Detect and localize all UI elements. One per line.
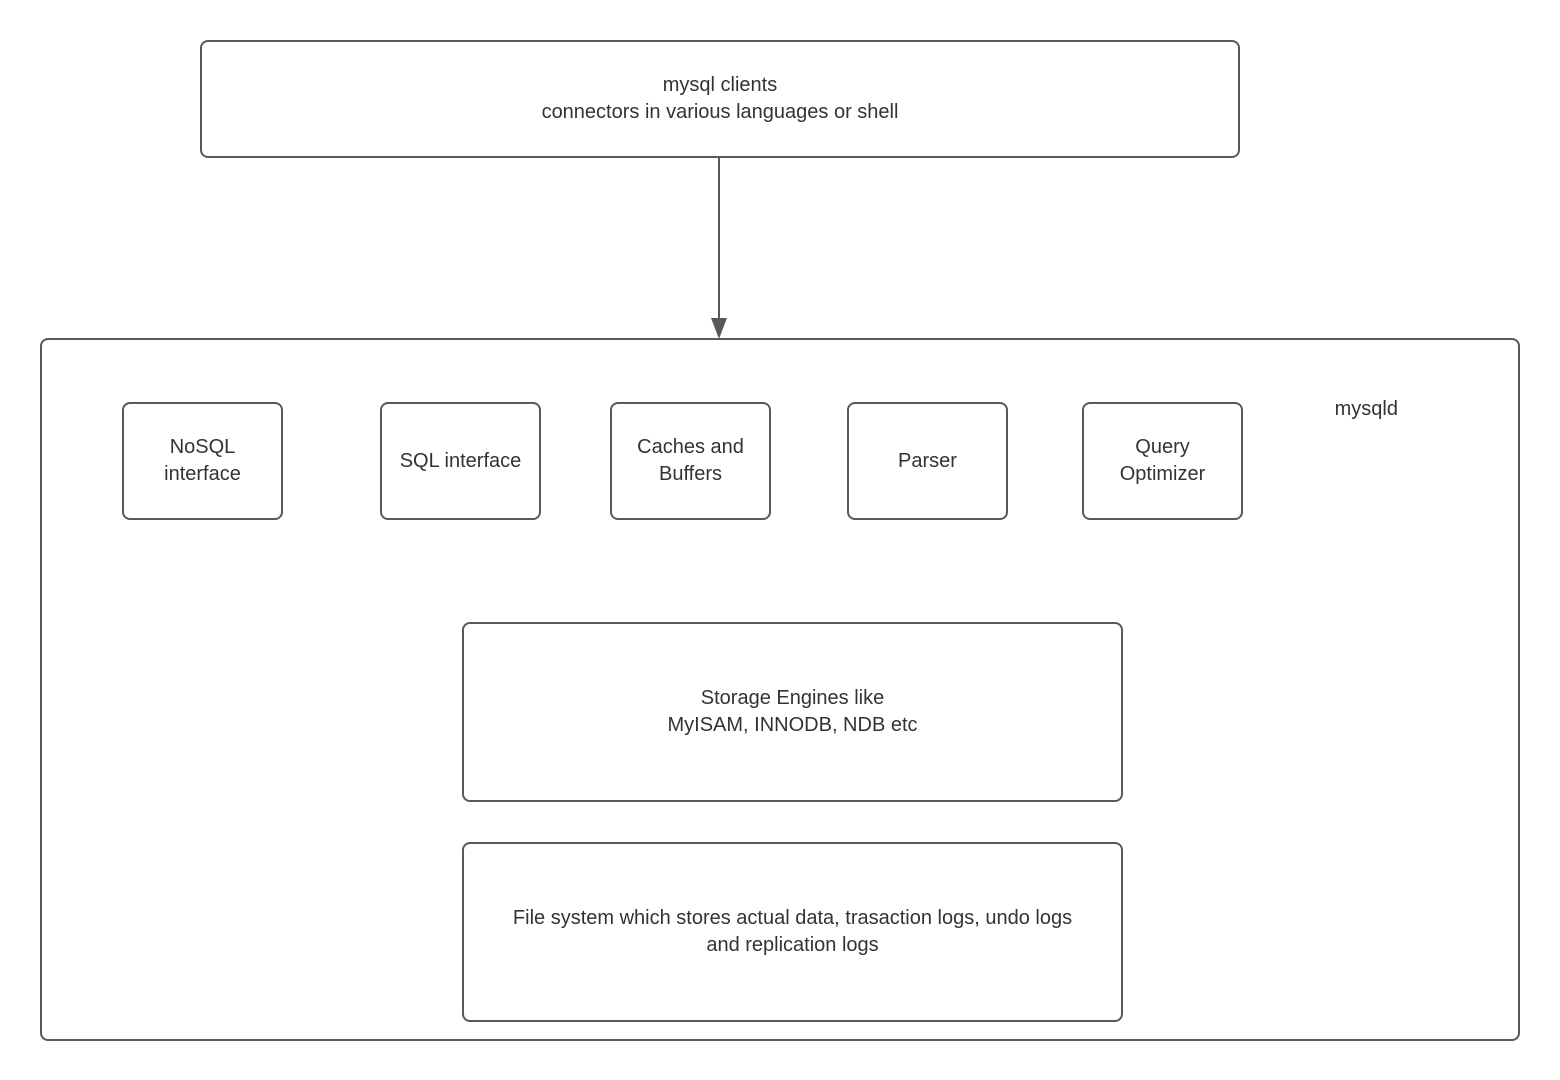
container-mysqld: mysqld NoSQL interface SQL interface Cac… [40, 338, 1520, 1041]
node-nosql-interface: NoSQL interface [122, 402, 283, 520]
node-query-optimizer-label: Query Optimizer [1119, 436, 1206, 485]
node-parser-label: Parser [898, 449, 957, 472]
node-storage-engines-line2: MyISAM, INNODB, NDB etc [667, 714, 918, 736]
node-query-optimizer: Query Optimizer [1082, 402, 1243, 520]
node-storage-engines: Storage Engines like MyISAM, INNODB, NDB… [462, 622, 1123, 802]
node-mysql-clients: mysql clients connectors in various lang… [200, 40, 1240, 158]
node-caches-and-buffers: Caches and Buffers [610, 402, 771, 520]
node-sql-interface-label: SQL interface [399, 449, 522, 472]
node-sql-interface: SQL interface [380, 402, 541, 520]
arrowhead-down-icon [711, 318, 727, 339]
node-nosql-interface-label: NoSQL interface [164, 436, 241, 485]
node-mysql-clients-line2: connectors in various languages or shell [541, 101, 899, 123]
node-caches-and-buffers-label: Caches and Buffers [637, 436, 744, 485]
container-mysqld-label: mysqld [1334, 398, 1398, 420]
node-file-system-line1: File system which stores actual data, tr… [512, 907, 1073, 929]
node-parser: Parser [847, 402, 1008, 520]
node-storage-engines-line1: Storage Engines like [700, 687, 885, 709]
node-mysql-clients-line1: mysql clients [662, 74, 778, 96]
arrow-clients-to-mysqld [711, 158, 727, 339]
node-file-system-line2: and replication logs [706, 934, 879, 956]
node-file-system: File system which stores actual data, tr… [462, 842, 1123, 1022]
